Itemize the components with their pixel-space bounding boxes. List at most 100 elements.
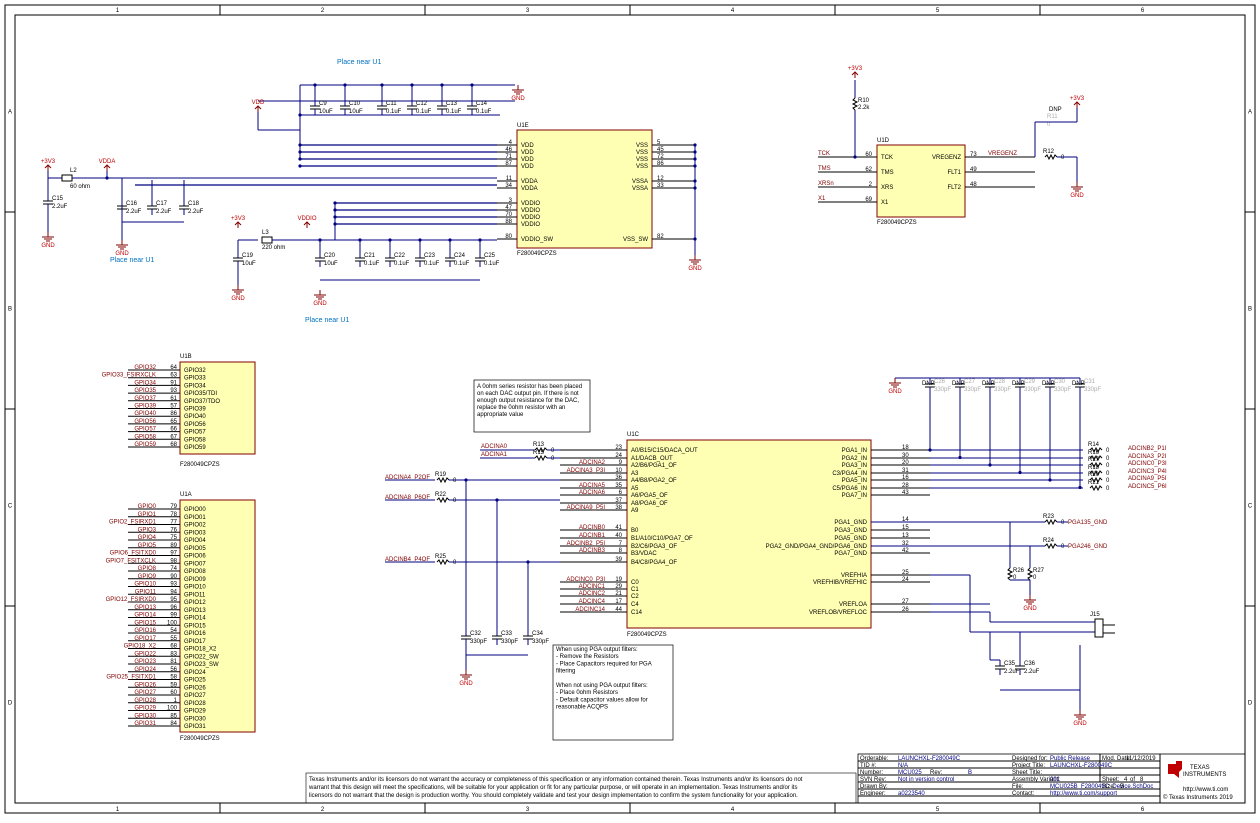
u1a-pin-num: 79 — [170, 504, 177, 510]
cap-ref: C32 — [470, 631, 482, 637]
note-place-near-u1: Place near U1 — [337, 59, 381, 66]
u1c-pin-name: C1 — [631, 587, 639, 593]
resistor-zigzag — [1089, 461, 1103, 469]
gnd-label: GND — [115, 251, 129, 257]
l3-inductor — [261, 236, 273, 244]
u1c-pin-num: 9 — [619, 460, 623, 466]
u1b-net: GPIO34 — [134, 380, 156, 386]
power-arrow — [851, 71, 859, 76]
u1c-net: ADCINB3 — [579, 548, 606, 554]
cap-ref: C12 — [416, 101, 428, 107]
u1c-pin-num: 30 — [902, 453, 909, 459]
u1c-pin-num: 41 — [615, 525, 622, 531]
u1c-part: F280049CPZS — [627, 632, 667, 638]
cap-value: 2.2uF — [126, 209, 142, 215]
cap-value: 0.1uF — [454, 261, 470, 267]
cap-value: 0.1uF — [484, 261, 500, 267]
power-label: +3V3 — [1070, 96, 1085, 102]
u1a-net: GPIO6_FSITXD0 — [110, 551, 157, 557]
cap-ref: C30 — [1054, 379, 1066, 385]
resistor-ref: R21 — [1088, 480, 1100, 486]
resistor-zigzag — [1044, 518, 1058, 526]
u1c-pin-name: A3 — [631, 471, 639, 477]
u1c-net: ADCINA1 — [481, 452, 508, 458]
u1b-net: GPIO33_FSIRXCLK — [102, 373, 156, 379]
power-label: VDDIO — [297, 216, 316, 222]
row-label-right: A — [1248, 110, 1252, 116]
u1c-pin-name: A8/PGA6_OF — [631, 501, 668, 507]
j15-ref: J15 — [1090, 612, 1100, 618]
resistor-value: 0 — [1106, 463, 1110, 469]
u1a-pin-num: 89 — [170, 543, 177, 549]
power-symbol: VDD — [252, 100, 265, 112]
design-notes: A 0ohm series resistor has been placedon… — [473, 379, 674, 741]
power-arrow — [103, 164, 111, 169]
u1a-net: GPIO5 — [138, 543, 157, 549]
u1a-pin-name: GPIO09 — [184, 577, 206, 583]
power-symbol: +3V3 — [231, 216, 246, 228]
u1d-pin-name: X1 — [881, 200, 889, 206]
gnd-symbol: GND — [41, 232, 55, 249]
cap-ref: C15 — [52, 196, 64, 202]
col-label-top: 5 — [936, 8, 940, 14]
u1d-pin-name: FLT2 — [947, 185, 961, 191]
cap-value: 330pF — [501, 639, 518, 645]
u1c-pin-name: PGA2_GND/PGA4_GND/PGA6_GND — [766, 544, 868, 550]
cap-value: 0.1uF — [424, 261, 440, 267]
gnd-symbol: GND — [115, 240, 129, 257]
pga-note-line: When using PGA output filters: — [556, 647, 638, 653]
cap-ref: C14 — [476, 101, 488, 107]
pga-in-net: ADCINA4_P2OF — [385, 475, 430, 481]
u1d-part: F280049CPZS — [877, 220, 917, 226]
title-field-label: SVN Rev: — [860, 777, 887, 783]
disclaimer-line: licensors do not warrant that the design… — [309, 793, 798, 799]
u1e-pin-num: 70 — [505, 212, 512, 218]
u1e-pin-name: VSS — [636, 150, 648, 156]
u1b-pin-num: 57 — [170, 404, 177, 410]
vregenz-net: VREGENZ — [988, 151, 1017, 157]
resistor-ref: R22 — [435, 492, 447, 498]
u1b-pin-num: 67 — [170, 434, 177, 440]
title-field-label: File: — [1012, 784, 1024, 790]
resistor-value: 0 — [453, 478, 457, 484]
title-field-value: Public Release — [1050, 756, 1091, 762]
col-label-bottom: 2 — [321, 807, 325, 813]
cap-value: 330pF — [964, 387, 981, 393]
power-arrow — [44, 164, 52, 169]
u1c-pin-name: VREFHIB/VREFHIC — [813, 580, 868, 586]
pga-note-line: When not using PGA output filters: — [556, 683, 648, 689]
u1c-pin-name: A9 — [631, 508, 639, 514]
row-label-left: C — [8, 504, 13, 510]
u1c-pin-name: PGA5_IN — [842, 478, 867, 484]
l3-ref: L3 — [262, 230, 269, 236]
j15-header — [1094, 618, 1104, 638]
u1e-pin-num: 47 — [505, 205, 512, 211]
u1b-pin-name: GPIO57 — [184, 430, 206, 436]
u1c-pin-name: VREFLOA — [839, 602, 867, 608]
cap-value: 0.1uF — [386, 109, 402, 115]
row-label-left: A — [8, 110, 12, 116]
u1a-pin-name: GPIO01 — [184, 515, 206, 521]
u1c-pin-num: 21 — [615, 591, 622, 597]
resistor-value: 2.2k — [858, 105, 870, 111]
u1b-pin-num: 93 — [170, 388, 177, 394]
u1a-net: GPIO23 — [134, 659, 156, 665]
power-symbol: +3V3 — [41, 159, 56, 171]
u1a-pin-name: GPIO28 — [184, 701, 206, 707]
u1b-pin-num: 68 — [170, 442, 177, 448]
u1c-pin-name: VREFLOB/VREFLOC — [809, 610, 868, 616]
u1a-pin-num: 78 — [170, 512, 177, 518]
resistor-value: 0 — [453, 560, 457, 566]
u1a-pin-num: 74 — [170, 566, 177, 572]
u1a-net: GPIO12_FSIRXD0 — [106, 597, 157, 603]
cap-ref: C9 — [319, 101, 327, 107]
u1a-pin-num: 97 — [170, 551, 177, 557]
u1a-pin-num: 83 — [170, 651, 177, 657]
u1b-pin-name: GPIO58 — [184, 437, 206, 443]
